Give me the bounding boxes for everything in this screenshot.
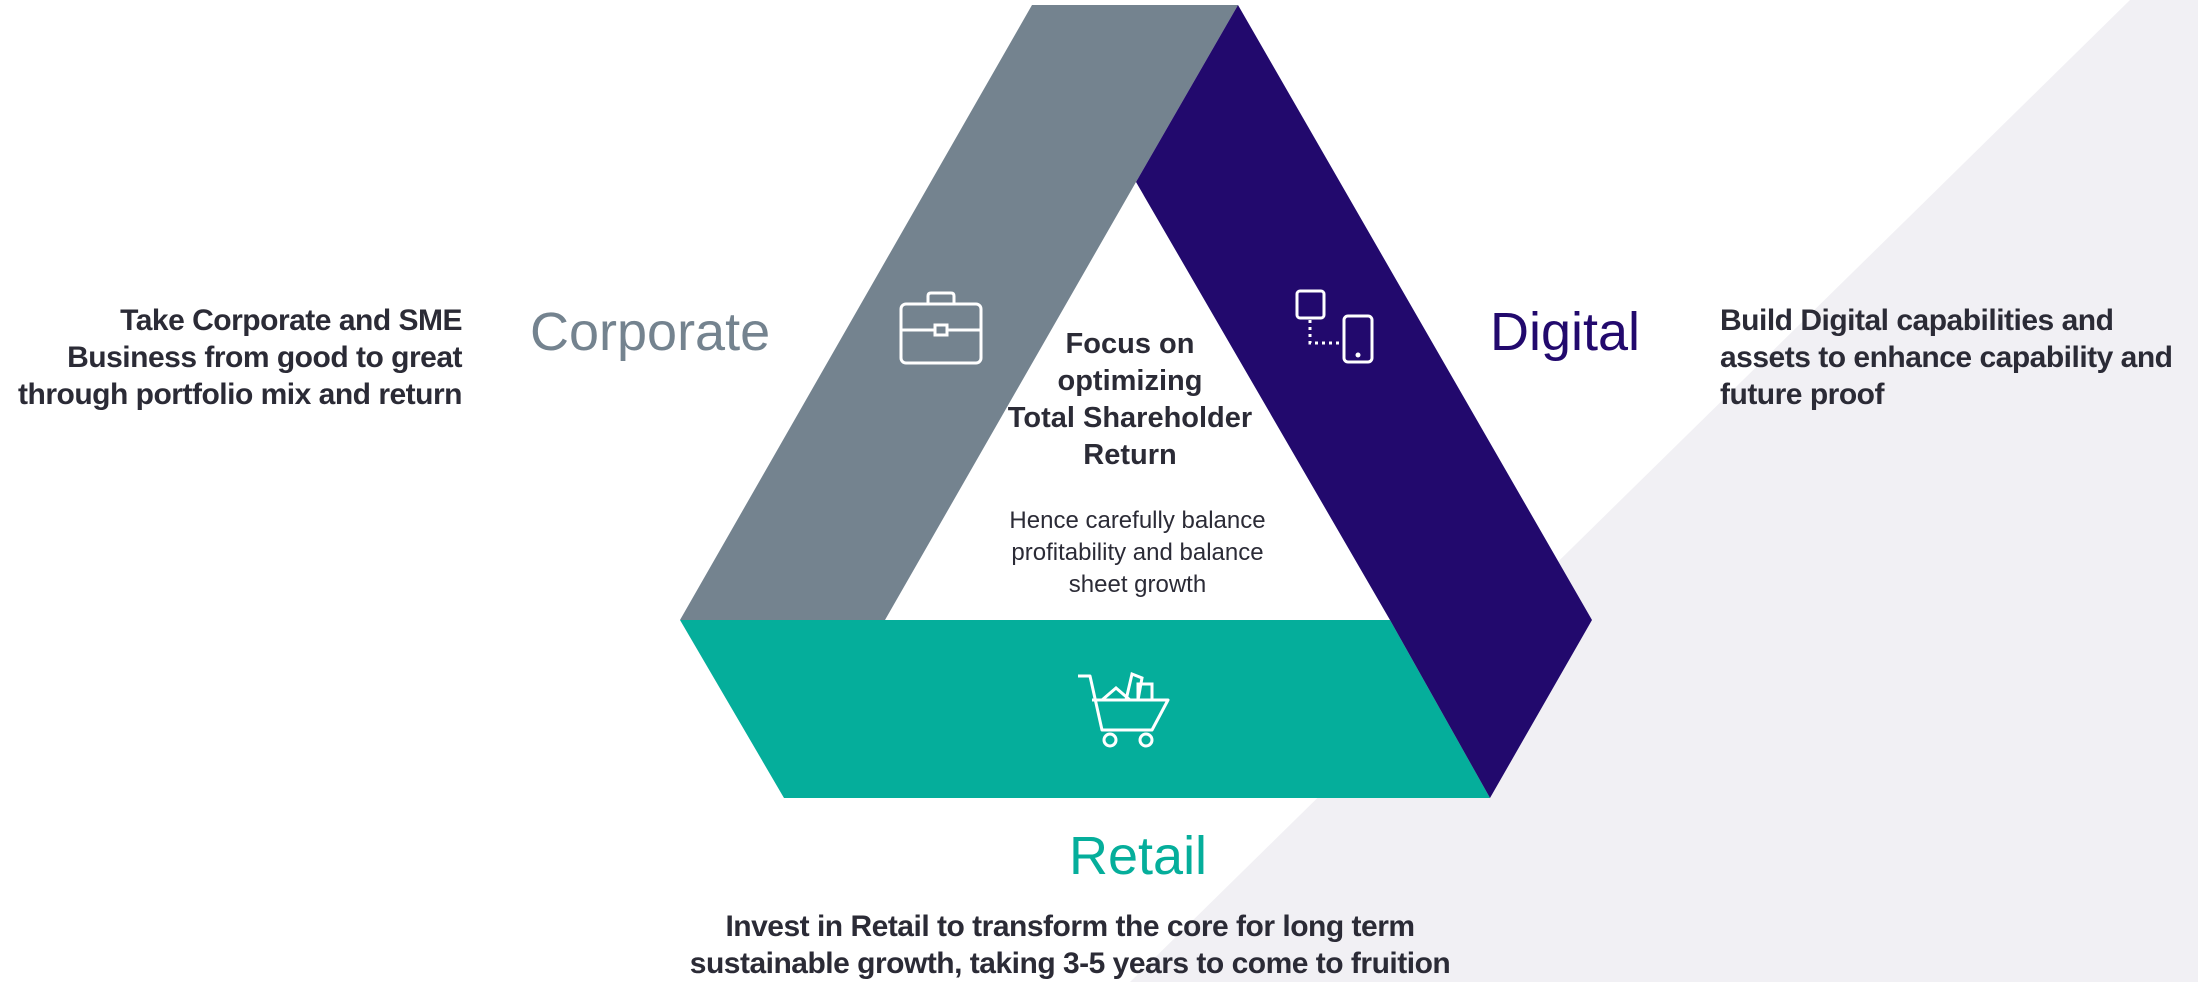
shopping-cart-icon: [1078, 671, 1170, 748]
digital-description-line: future proof: [1720, 378, 1884, 411]
corporate-description: Take Corporate and SME Business from goo…: [0, 302, 462, 413]
retail-label: Retail: [1069, 826, 1208, 886]
center-subtitle: Hence carefully balance profitability an…: [975, 505, 1300, 601]
digital-description-line: assets to enhance capability and: [1720, 341, 2173, 374]
retail-band: [680, 620, 1490, 798]
digital-label: Digital: [1490, 302, 1641, 362]
center-title-line: optimizing: [1057, 365, 1203, 397]
digital-description: Build Digital capabilities and assets to…: [1720, 302, 2198, 413]
center-title-line: Total Shareholder: [1007, 402, 1253, 434]
corporate-description-line: Take Corporate and SME: [120, 304, 462, 337]
corporate-description-line: through portfolio mix and return: [18, 378, 462, 411]
center-subtitle-line: sheet growth: [1068, 571, 1207, 598]
retail-description-line: sustainable growth, taking 3-5 years to …: [689, 947, 1451, 980]
digital-band: [1136, 5, 1592, 798]
center-title: Focus on optimizing Total Shareholder Re…: [980, 326, 1280, 474]
digital-description-line: Build Digital capabilities and: [1720, 304, 2114, 337]
devices-icon: [1295, 289, 1374, 364]
center-title-line: Return: [1083, 439, 1177, 471]
retail-description-line: Invest in Retail to transform the core f…: [725, 910, 1415, 943]
corporate-band: [680, 5, 1238, 620]
center-title-line: Focus on: [1065, 328, 1195, 360]
briefcase-icon: [899, 291, 983, 365]
retail-description: Invest in Retail to transform the core f…: [640, 908, 1500, 982]
center-subtitle-line: profitability and balance: [1011, 539, 1264, 566]
center-subtitle-line: Hence carefully balance: [1009, 507, 1266, 534]
corporate-description-line: Business from good to great: [67, 341, 462, 374]
corporate-label: Corporate: [530, 302, 771, 362]
